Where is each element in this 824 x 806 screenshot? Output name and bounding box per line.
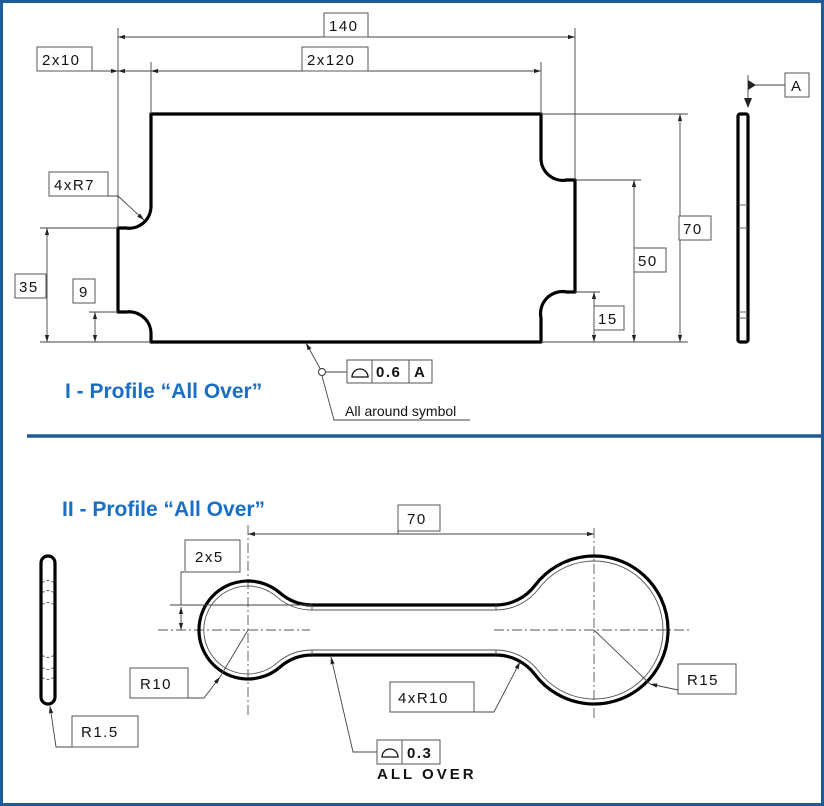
dim-2x5: 2x5 [184,539,241,573]
dim-15: 15 [593,305,625,331]
pin-side-view [39,554,57,706]
svg-text:4xR7: 4xR7 [54,177,95,194]
svg-text:R1.5: R1.5 [81,724,119,741]
svg-text:9: 9 [79,284,89,301]
svg-text:50: 50 [638,253,658,270]
svg-text:R10: R10 [140,676,172,693]
section-2: II - Profile “All Over” 70 2x5 R10 R15 4 [39,498,737,783]
dim-70-center: 70 [397,504,441,532]
svg-text:4xR10: 4xR10 [398,690,449,707]
dim-140: 140 [323,12,369,38]
section-1: 140 2x120 2x10 4xR7 35 9 70 50 15 A 0.6 [14,12,810,421]
dim-50: 50 [633,247,667,273]
dim-R1.5: R1.5 [71,715,139,748]
dim-35: 35 [14,273,47,299]
dim-2x10: 2x10 [36,46,93,72]
section-1-title: I - Profile “All Over” [65,380,262,403]
all-around-symbol-icon [318,368,326,376]
svg-text:2x10: 2x10 [42,52,81,69]
dim-R10: R10 [129,667,189,699]
dim-4xR10: 4xR10 [389,681,475,713]
dim-70: 70 [678,215,712,241]
dim-4xR7: 4xR7 [48,171,109,197]
svg-text:A: A [791,78,803,95]
dim-R15: R15 [677,663,737,695]
dim-9: 9 [72,278,96,304]
dim-2x120: 2x120 [301,46,369,72]
dogbone-inner-offset [203,560,664,700]
svg-text:140: 140 [329,18,359,35]
all-around-note: All around symbol [345,403,456,419]
centerlines [158,525,690,720]
plate-profile [116,112,577,344]
section-2-title: II - Profile “All Over” [62,498,265,521]
profile-surface-icon [351,368,369,378]
svg-text:2x5: 2x5 [195,549,224,566]
svg-text:15: 15 [598,311,618,328]
svg-text:35: 35 [19,279,39,296]
svg-text:A: A [414,364,426,381]
datum-a: A [744,72,810,108]
svg-text:0.6: 0.6 [376,364,401,381]
svg-text:70: 70 [683,221,703,238]
svg-text:R15: R15 [687,672,719,689]
svg-text:0.3: 0.3 [407,745,432,762]
profile-tolerance-frame-2: 0.3 ALL OVER [330,656,477,783]
svg-text:70: 70 [407,511,427,528]
dogbone-profile [197,554,670,706]
profile-surface-icon [381,748,399,758]
all-over-note: ALL OVER [377,766,477,783]
svg-text:2x120: 2x120 [307,52,355,69]
profile-tolerance-frame-1: 0.6 A All around symbol [305,342,470,421]
